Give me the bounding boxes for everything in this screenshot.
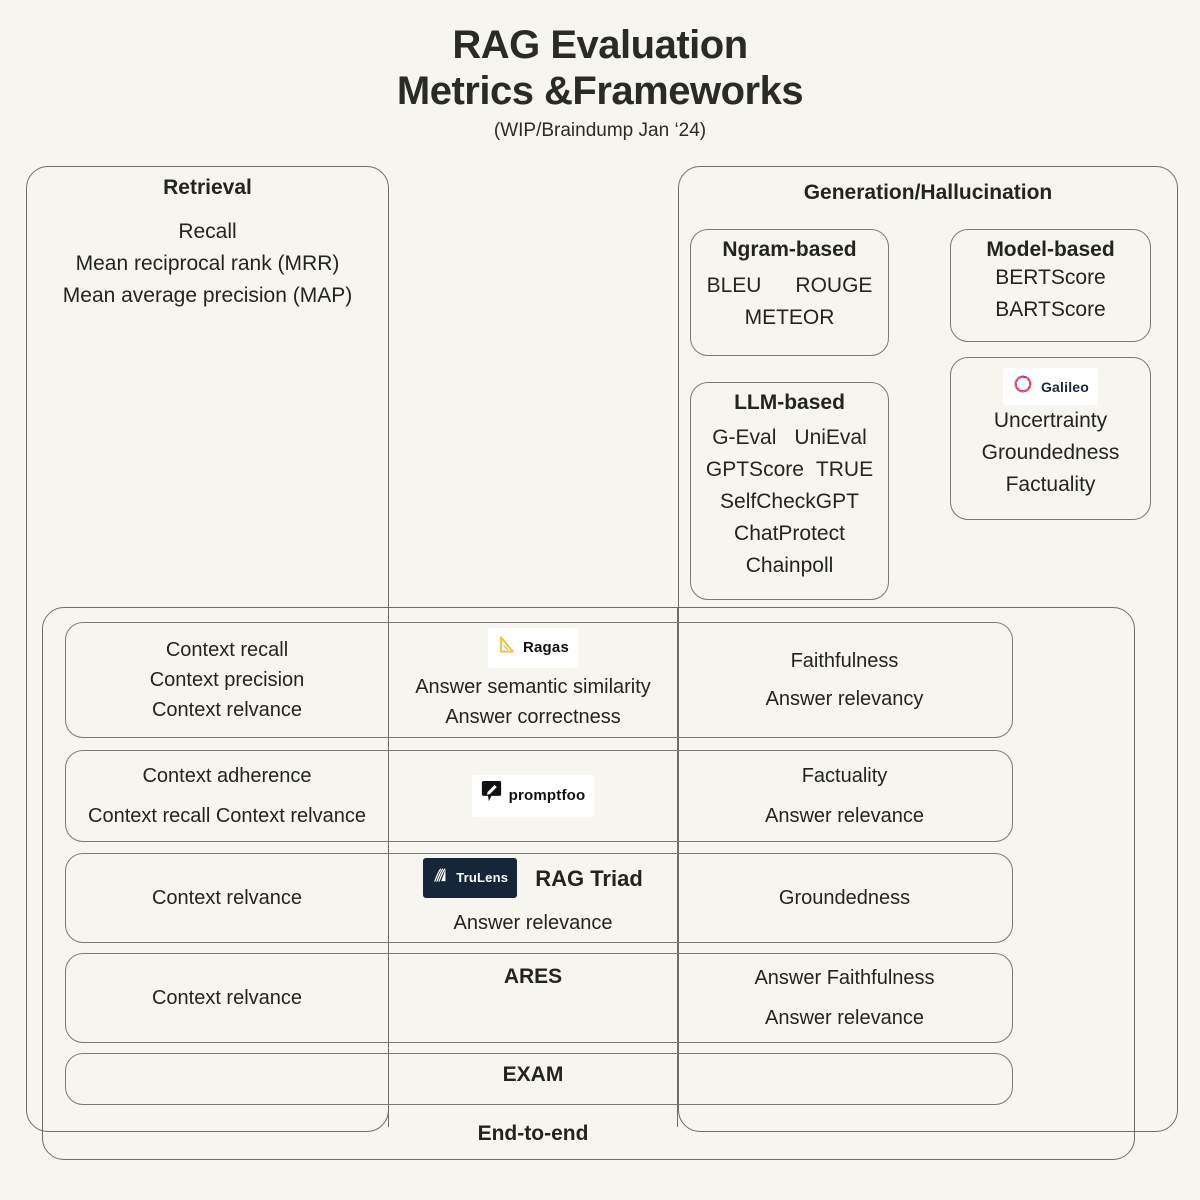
exam-label: EXAM	[502, 1063, 564, 1086]
title-line-2: Metrics &Frameworks	[396, 69, 804, 113]
metric: Answer semantic similarity	[415, 676, 651, 698]
rag-triad-label: RAG Triad	[535, 865, 643, 891]
galileo-logo: Galileo	[950, 368, 1151, 405]
row-trulens-left: Context relvance	[66, 853, 388, 943]
retrieval-item: Mean reciprocal rank (MRR)	[75, 251, 340, 275]
metric: Context relvance	[151, 987, 303, 1009]
row-exam-middle: EXAM	[392, 1053, 674, 1105]
llm-row-2: GPTScore TRUE	[690, 454, 889, 486]
galileo-logo-label: Galileo	[1040, 378, 1090, 395]
trulens-logo-label: TruLens	[456, 870, 509, 886]
llm-item: GPTScore	[705, 457, 804, 481]
galileo-item: Uncertrainty	[993, 409, 1108, 432]
end-to-end-box	[42, 607, 1135, 1160]
row-trulens-right: Groundedness	[682, 853, 1007, 943]
title-line-1: RAG Evaluation	[452, 23, 748, 67]
retrieval-item: Recall	[178, 220, 237, 243]
ngram-item: BLEU	[706, 274, 762, 297]
galileo-logo-chip: Galileo	[1002, 368, 1099, 405]
metric: Factuality	[801, 765, 888, 787]
ragas-logo-label: Ragas	[522, 638, 570, 656]
trulens-logo-chip: TruLens	[423, 858, 518, 898]
llm-item: ChatProtect	[734, 521, 845, 545]
ngram-based-content: Ngram-based BLEU ROUGE METEOR	[690, 238, 889, 334]
metric: Groundedness	[778, 887, 911, 909]
row-ares-middle: ARES	[392, 953, 674, 1043]
metric: Context relvance	[151, 887, 303, 909]
trulens-logo-row: TruLens RAG Triad	[423, 858, 643, 898]
retrieval-title: Retrieval	[163, 176, 252, 199]
end-to-end-label: End-to-end	[477, 1122, 589, 1145]
row-trulens-middle: TruLens RAG Triad Answer relevance	[392, 853, 674, 943]
galileo-box	[950, 357, 1151, 520]
metric: Answer relevance	[765, 805, 924, 827]
row-ares-right: Answer Faithfulness Answer relevance	[682, 953, 1007, 1043]
row-promptfoo-left: Context adherence Context recall Context…	[66, 750, 388, 842]
metric: Context relvance	[151, 699, 303, 721]
ngram-item: ROUGE	[795, 274, 873, 297]
title-subtitle: (WIP/Braindump Jan ‘24)	[493, 120, 707, 141]
galileo-item: Groundedness	[981, 440, 1120, 464]
metric: Context adherence	[142, 765, 312, 787]
row-trulens	[65, 853, 1013, 943]
column-divider-left	[388, 607, 390, 1127]
promptfoo-logo-label: promptfoo	[508, 786, 586, 804]
generation-box	[678, 166, 1178, 1132]
generation-title: Generation/Hallucination	[803, 181, 1053, 204]
model-based-item: BARTScore	[995, 297, 1106, 321]
page-title: RAG Evaluation Metrics &Frameworks (WIP/…	[0, 22, 1200, 142]
row-promptfoo-middle: promptfoo	[392, 750, 674, 842]
metric: Answer relevancy	[765, 688, 924, 710]
galileo-item: Factuality	[1005, 472, 1096, 496]
promptfoo-logo-chip: promptfoo	[471, 775, 595, 817]
retrieval-items: Recall Mean reciprocal rank (MRR) Mean a…	[26, 216, 389, 312]
llm-item: Chainpoll	[745, 553, 834, 577]
model-based-content: Model-based BERTScore BARTScore	[950, 238, 1151, 326]
llm-row-1: G-Eval UniEval	[690, 422, 889, 454]
metric: Context recall Context relvance	[88, 805, 366, 827]
row-exam	[65, 1053, 1013, 1105]
metric: Context recall	[165, 639, 289, 661]
row-ragas-middle: Ragas Answer semantic similarity Answer …	[392, 622, 674, 738]
trulens-stripes-icon	[432, 863, 449, 893]
promptfoo-pencil-bubble-icon	[481, 780, 502, 812]
llm-item: TRUE	[815, 457, 874, 481]
metric: Answer correctness	[445, 706, 621, 728]
llm-based-box	[690, 382, 889, 600]
metric: Answer Faithfulness	[754, 967, 935, 989]
galileo-pinwheel-icon	[1012, 373, 1034, 400]
ngram-item: METEOR	[744, 305, 835, 329]
model-based-box	[950, 229, 1151, 342]
llm-item: SelfCheckGPT	[720, 489, 859, 513]
llm-item: UniEval	[794, 426, 867, 449]
model-based-item: BERTScore	[995, 266, 1106, 289]
retrieval-item: Mean average precision (MAP)	[62, 283, 353, 307]
metric: Answer relevance	[765, 1007, 924, 1029]
llm-based-content: LLM-based G-Eval UniEval GPTScore TRUE S…	[690, 391, 889, 582]
metric: Context precision	[149, 669, 305, 691]
row-ares	[65, 953, 1013, 1043]
ragas-logo-chip: Ragas	[487, 628, 579, 668]
metric: Faithfulness	[790, 650, 899, 672]
llm-item: G-Eval	[712, 426, 777, 449]
ngram-row-1: BLEU ROUGE	[690, 270, 889, 302]
row-ragas-right: Faithfulness Answer relevancy	[682, 622, 1007, 738]
row-promptfoo-right: Factuality Answer relevance	[682, 750, 1007, 842]
ngram-based-box	[690, 229, 889, 356]
row-ares-left: Context relvance	[66, 953, 388, 1043]
row-ragas-left: Context recall Context precision Context…	[72, 622, 382, 738]
galileo-items: Uncertrainty Groundedness Factuality	[950, 405, 1151, 501]
ragas-triangle-icon	[497, 633, 516, 663]
row-promptfoo	[65, 750, 1013, 842]
ares-label: ARES	[503, 965, 563, 988]
column-divider-right	[677, 607, 679, 1127]
row-ragas	[65, 622, 1013, 738]
metric: Answer relevance	[453, 912, 613, 934]
